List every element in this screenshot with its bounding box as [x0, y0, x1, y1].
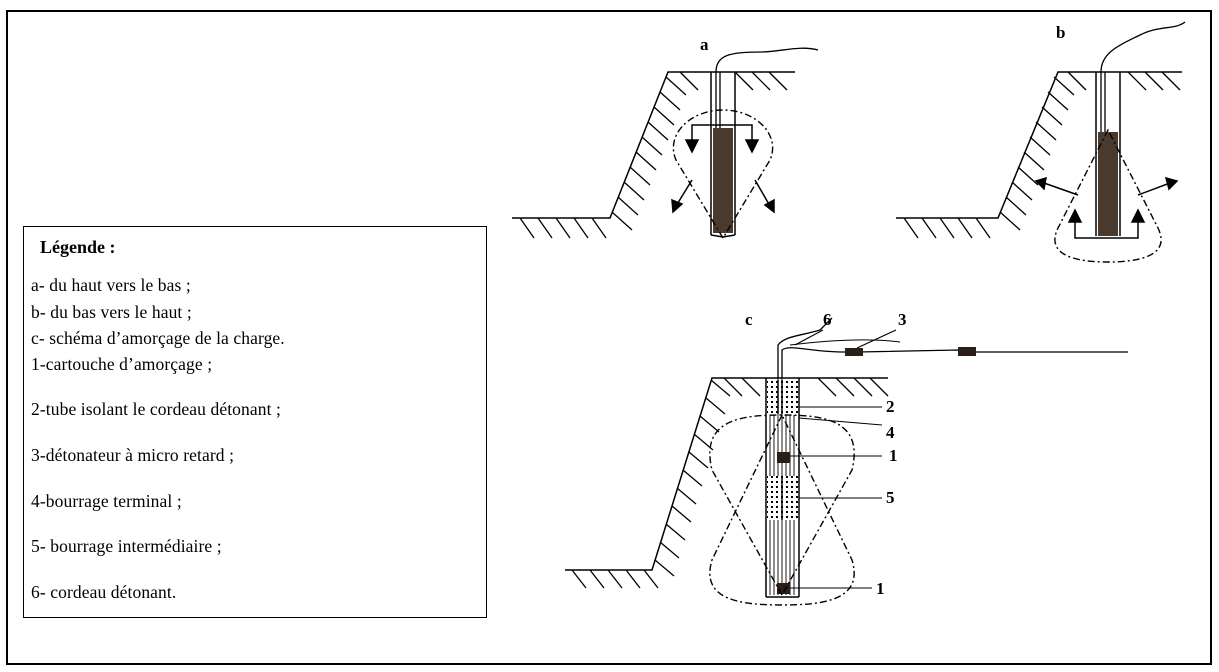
- hatching-a: [519, 71, 788, 239]
- label-a: a: [700, 35, 709, 54]
- label-2: 2: [886, 397, 895, 416]
- legend-item-b: b- du bas vers le haut ;: [31, 302, 192, 322]
- label-1-lower: 1: [876, 579, 885, 598]
- label-1-upper: 1: [889, 446, 898, 465]
- legend-item-4: 4-bourrage terminal ;: [31, 491, 182, 511]
- label-5: 5: [886, 488, 895, 507]
- legend-item-3: 3-détonateur à micro retard ;: [31, 445, 235, 465]
- micro-delay-detonator-2: [958, 347, 976, 356]
- detonating-cord: [777, 317, 833, 378]
- legend-title: Légende :: [40, 237, 116, 257]
- breakage-envelope-a: [672, 109, 774, 240]
- diagram-b: [896, 21, 1186, 263]
- ground-profile-a: [512, 71, 795, 219]
- breakage-envelope-c-upper: [709, 413, 855, 606]
- legend-item-6: 6- cordeau détonant.: [31, 582, 177, 602]
- breakage-envelope-b: [1054, 128, 1162, 263]
- priming-cartridge-upper: [777, 452, 790, 463]
- wire-a: [715, 47, 819, 128]
- label-6: 6: [823, 310, 832, 329]
- micro-delay-detonator-1: [845, 348, 863, 356]
- label-b: b: [1056, 23, 1065, 42]
- diagram-a: [512, 47, 819, 240]
- explosive-charge-b: [1098, 132, 1118, 236]
- legend-item-1: 1-cartouche d’amorçage ;: [31, 354, 213, 374]
- diagram-c: [565, 317, 1128, 606]
- hatching-c: [571, 377, 889, 589]
- legend-box: Légende : a- du haut vers le bas ; b- du…: [23, 226, 487, 618]
- priming-cartridge-lower: [777, 583, 790, 594]
- label-4: 4: [886, 423, 895, 442]
- legend-item-c: c- schéma d’amorçage de la charge.: [31, 328, 285, 348]
- label-3: 3: [898, 310, 907, 329]
- breakage-envelope-c-lower: [709, 414, 855, 597]
- explosive-charge-a: [713, 128, 733, 233]
- legend-item-2: 2-tube isolant le cordeau détonant ;: [31, 399, 281, 419]
- wire-b: [1100, 21, 1186, 132]
- legend-item-a: a- du haut vers le bas ;: [31, 275, 191, 295]
- legend-item-5: 5- bourrage intermédiaire ;: [31, 536, 222, 556]
- label-c: c: [745, 310, 753, 329]
- hatching-b: [903, 71, 1181, 239]
- figure-frame: [6, 10, 1212, 665]
